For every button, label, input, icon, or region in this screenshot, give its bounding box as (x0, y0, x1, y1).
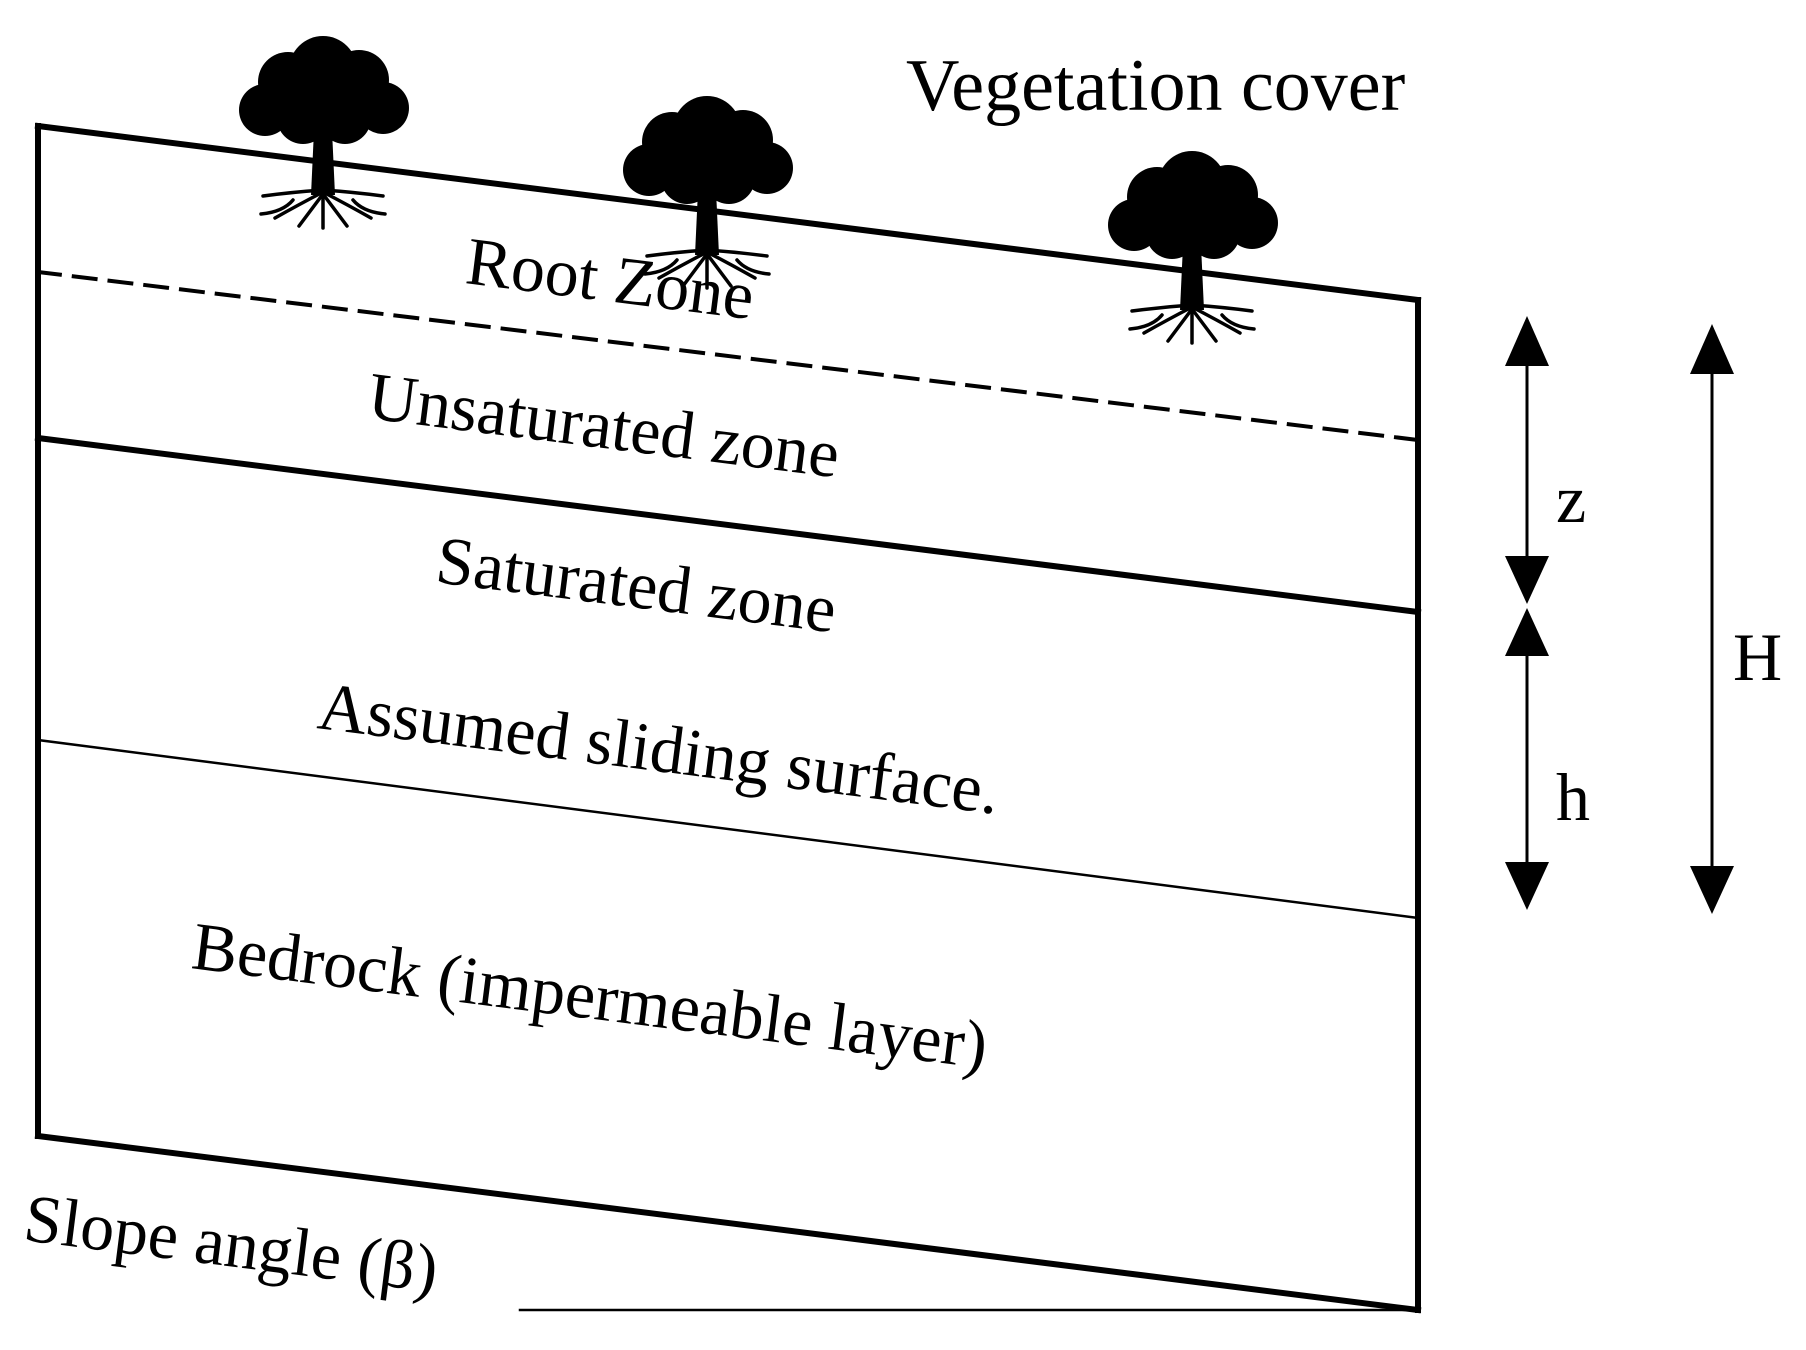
h-arrow-head-down (1505, 862, 1549, 910)
H-arrow-head-up (1690, 324, 1734, 374)
sliding-surface-label: Assumed sliding surface. (314, 667, 1004, 828)
water-table-line (34, 434, 1422, 616)
vegetation-cover-label: Vegetation cover (906, 45, 1405, 127)
tree-icon (237, 34, 411, 230)
saturated-zone-label: Saturated zone (432, 521, 841, 647)
z-arrow-head-up (1505, 316, 1549, 366)
H-arrow-head-down (1690, 866, 1734, 914)
slope-angle-label: Slope angle (β) (20, 1179, 442, 1307)
bedrock-label: Bedrock (impermeable layer) (188, 907, 992, 1083)
z-arrow-head-down (1505, 556, 1549, 604)
h-arrow-head-up (1505, 608, 1549, 656)
tree-icon (1106, 149, 1280, 345)
sliding-surface-line (36, 738, 1420, 920)
bedrock-base-line (34, 1132, 1422, 1314)
root-zone-boundary-line (35, 269, 1421, 443)
unsaturated-zone-label: Unsaturated zone (364, 357, 844, 492)
dimension-arrows (1505, 316, 1734, 914)
H-dimension-label: H (1733, 619, 1782, 695)
z-dimension-label: z (1556, 461, 1586, 537)
h-dimension-label: h (1556, 759, 1590, 835)
